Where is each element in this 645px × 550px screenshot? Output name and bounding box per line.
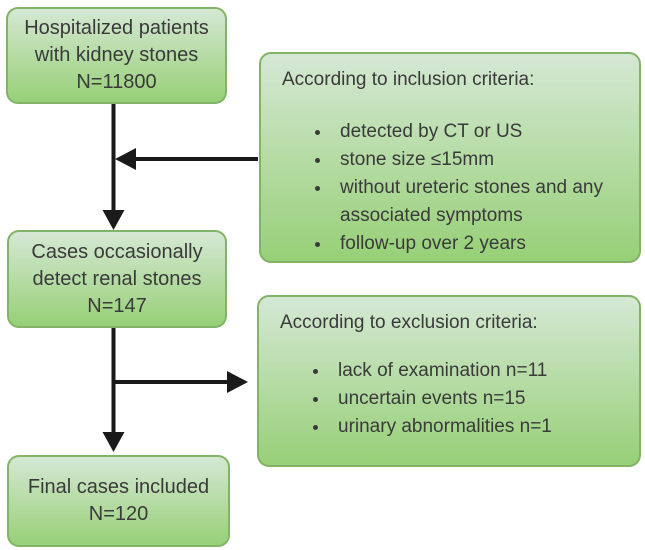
flow-box-hospitalized-patients: Hospitalized patients with kidney stones… <box>6 7 227 104</box>
exclusion-criteria-list: lack of examination n=11 uncertain event… <box>280 357 631 441</box>
inclusion-bullet-follow-up: follow-up over 2 years <box>332 230 631 258</box>
exclusion-bullet-uncertain-events: uncertain events n=15 <box>330 385 631 413</box>
exclusion-bullet-lack-examination: lack of examination n=11 <box>330 357 631 385</box>
exclusion-criteria-title: According to exclusion criteria: <box>280 312 538 333</box>
inclusion-bullet-stone-size: stone size ≤15mm <box>332 146 631 174</box>
arrow-inclusion-to-flow-head <box>115 148 136 170</box>
flow-box-hospitalized-line1: Hospitalized patients <box>24 17 209 39</box>
flow-box-cases-count: N=147 <box>87 294 147 317</box>
arrow-cases-to-final-head <box>102 432 125 452</box>
flow-box-cases-line2: detect renal stones <box>32 267 202 290</box>
criteria-box-exclusion: According to exclusion criteria: lack of… <box>257 295 641 467</box>
flow-box-hospitalized-line2: with kidney stones <box>34 44 199 66</box>
inclusion-criteria-title: According to inclusion criteria: <box>282 69 535 90</box>
arrow-flow-to-exclusion-head <box>227 371 248 393</box>
flow-box-hospitalized-count: N=11800 <box>76 71 157 93</box>
criteria-box-inclusion: According to inclusion criteria: detecte… <box>259 52 641 263</box>
exclusion-bullet-urinary-abnormalities: urinary abnormalities n=1 <box>330 413 631 441</box>
flow-box-cases-detected: Cases occasionally detect renal stones N… <box>7 230 227 328</box>
flow-box-final-cases: Final cases included N=120 <box>7 455 230 547</box>
flow-box-cases-line1: Cases occasionally <box>31 240 203 263</box>
inclusion-criteria-list: detected by CT or US stone size ≤15mm wi… <box>282 118 631 258</box>
arrow-hospitalized-to-cases-head <box>102 210 125 230</box>
inclusion-bullet-detected: detected by CT or US <box>332 118 631 146</box>
flow-box-final-count: N=120 <box>88 503 149 525</box>
inclusion-bullet-without-ureteric: without ureteric stones and any associat… <box>332 174 631 230</box>
flow-box-final-line1: Final cases included <box>27 476 210 498</box>
